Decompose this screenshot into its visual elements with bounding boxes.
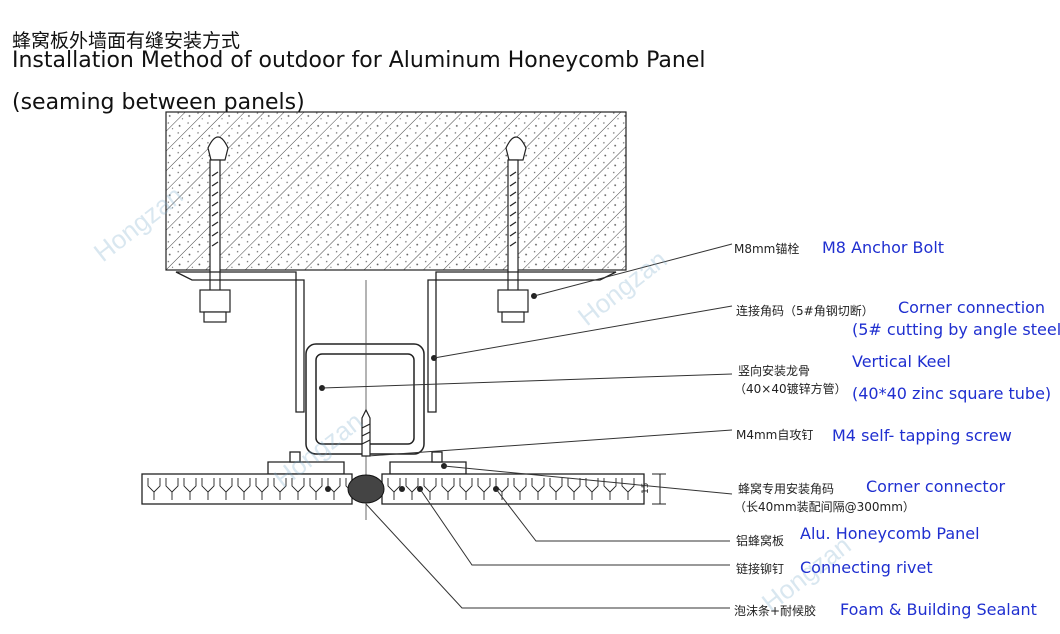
corner-connector xyxy=(267,451,467,475)
label-corner-connector-en: Corner connector xyxy=(866,477,1006,496)
label-corner-connector-cn: 蜂窝专用安装角码 xyxy=(738,482,835,496)
foam-sealant xyxy=(347,474,385,504)
label-connecting-rivet-en: Connecting rivet xyxy=(800,558,933,577)
vertical-keel-tube xyxy=(305,343,425,455)
label-vertical-keel-cn-2: （40×40镀锌方管） xyxy=(734,382,847,396)
label-connecting-rivet-cn: 链接铆钉 xyxy=(736,562,785,576)
label-vertical-keel-en: Vertical Keel xyxy=(852,352,951,371)
label-anchor-bolt-en: M8 Anchor Bolt xyxy=(822,238,945,257)
label-vertical-keel-cn: 竖向安装龙骨 xyxy=(738,364,811,378)
leader-lines xyxy=(321,243,733,609)
anchor-bolt-left xyxy=(199,136,231,323)
label-tapping-screw-en: M4 self- tapping screw xyxy=(832,426,1012,445)
label-honeycomb-panel-en: Alu. Honeycomb Panel xyxy=(800,524,980,543)
tapping-screw xyxy=(361,408,371,457)
label-corner-connector-cn-2: （长40mm装配间隔@300mm） xyxy=(734,500,915,514)
label-vertical-keel-en-2: (40*40 zinc square tube) xyxy=(852,384,1052,403)
title-english: Installation Method of outdoor for Alumi… xyxy=(12,48,706,73)
corner-connection-angle xyxy=(175,271,617,413)
dimension-mark xyxy=(652,473,666,505)
dimension-value: 15 xyxy=(641,483,651,494)
anchor-bolt-right xyxy=(497,136,529,323)
label-corner-connection-cn: 连接角码（5#角钢切断） xyxy=(736,304,874,318)
label-corner-connection-en-2: (5# cutting by angle steel) xyxy=(852,320,1060,339)
label-honeycomb-panel-cn: 铝蜂窝板 xyxy=(736,534,785,548)
honeycomb-panel-right xyxy=(381,473,645,505)
label-anchor-bolt-cn: M8mm锚栓 xyxy=(734,242,800,256)
label-tapping-screw-cn: M4mm自攻钉 xyxy=(736,428,814,442)
title-chinese: 蜂窝板外墙面有缝安装方式 xyxy=(12,30,241,52)
label-foam-sealant-cn: 泡沫条+耐候胶 xyxy=(734,604,817,618)
label-corner-connection-en: Corner connection xyxy=(898,298,1046,317)
honeycomb-panel-left xyxy=(141,473,359,505)
title-subtitle: (seaming between panels) xyxy=(12,90,305,115)
concrete-wall xyxy=(165,111,627,271)
label-foam-sealant-en: Foam & Building Sealant xyxy=(840,600,1037,619)
